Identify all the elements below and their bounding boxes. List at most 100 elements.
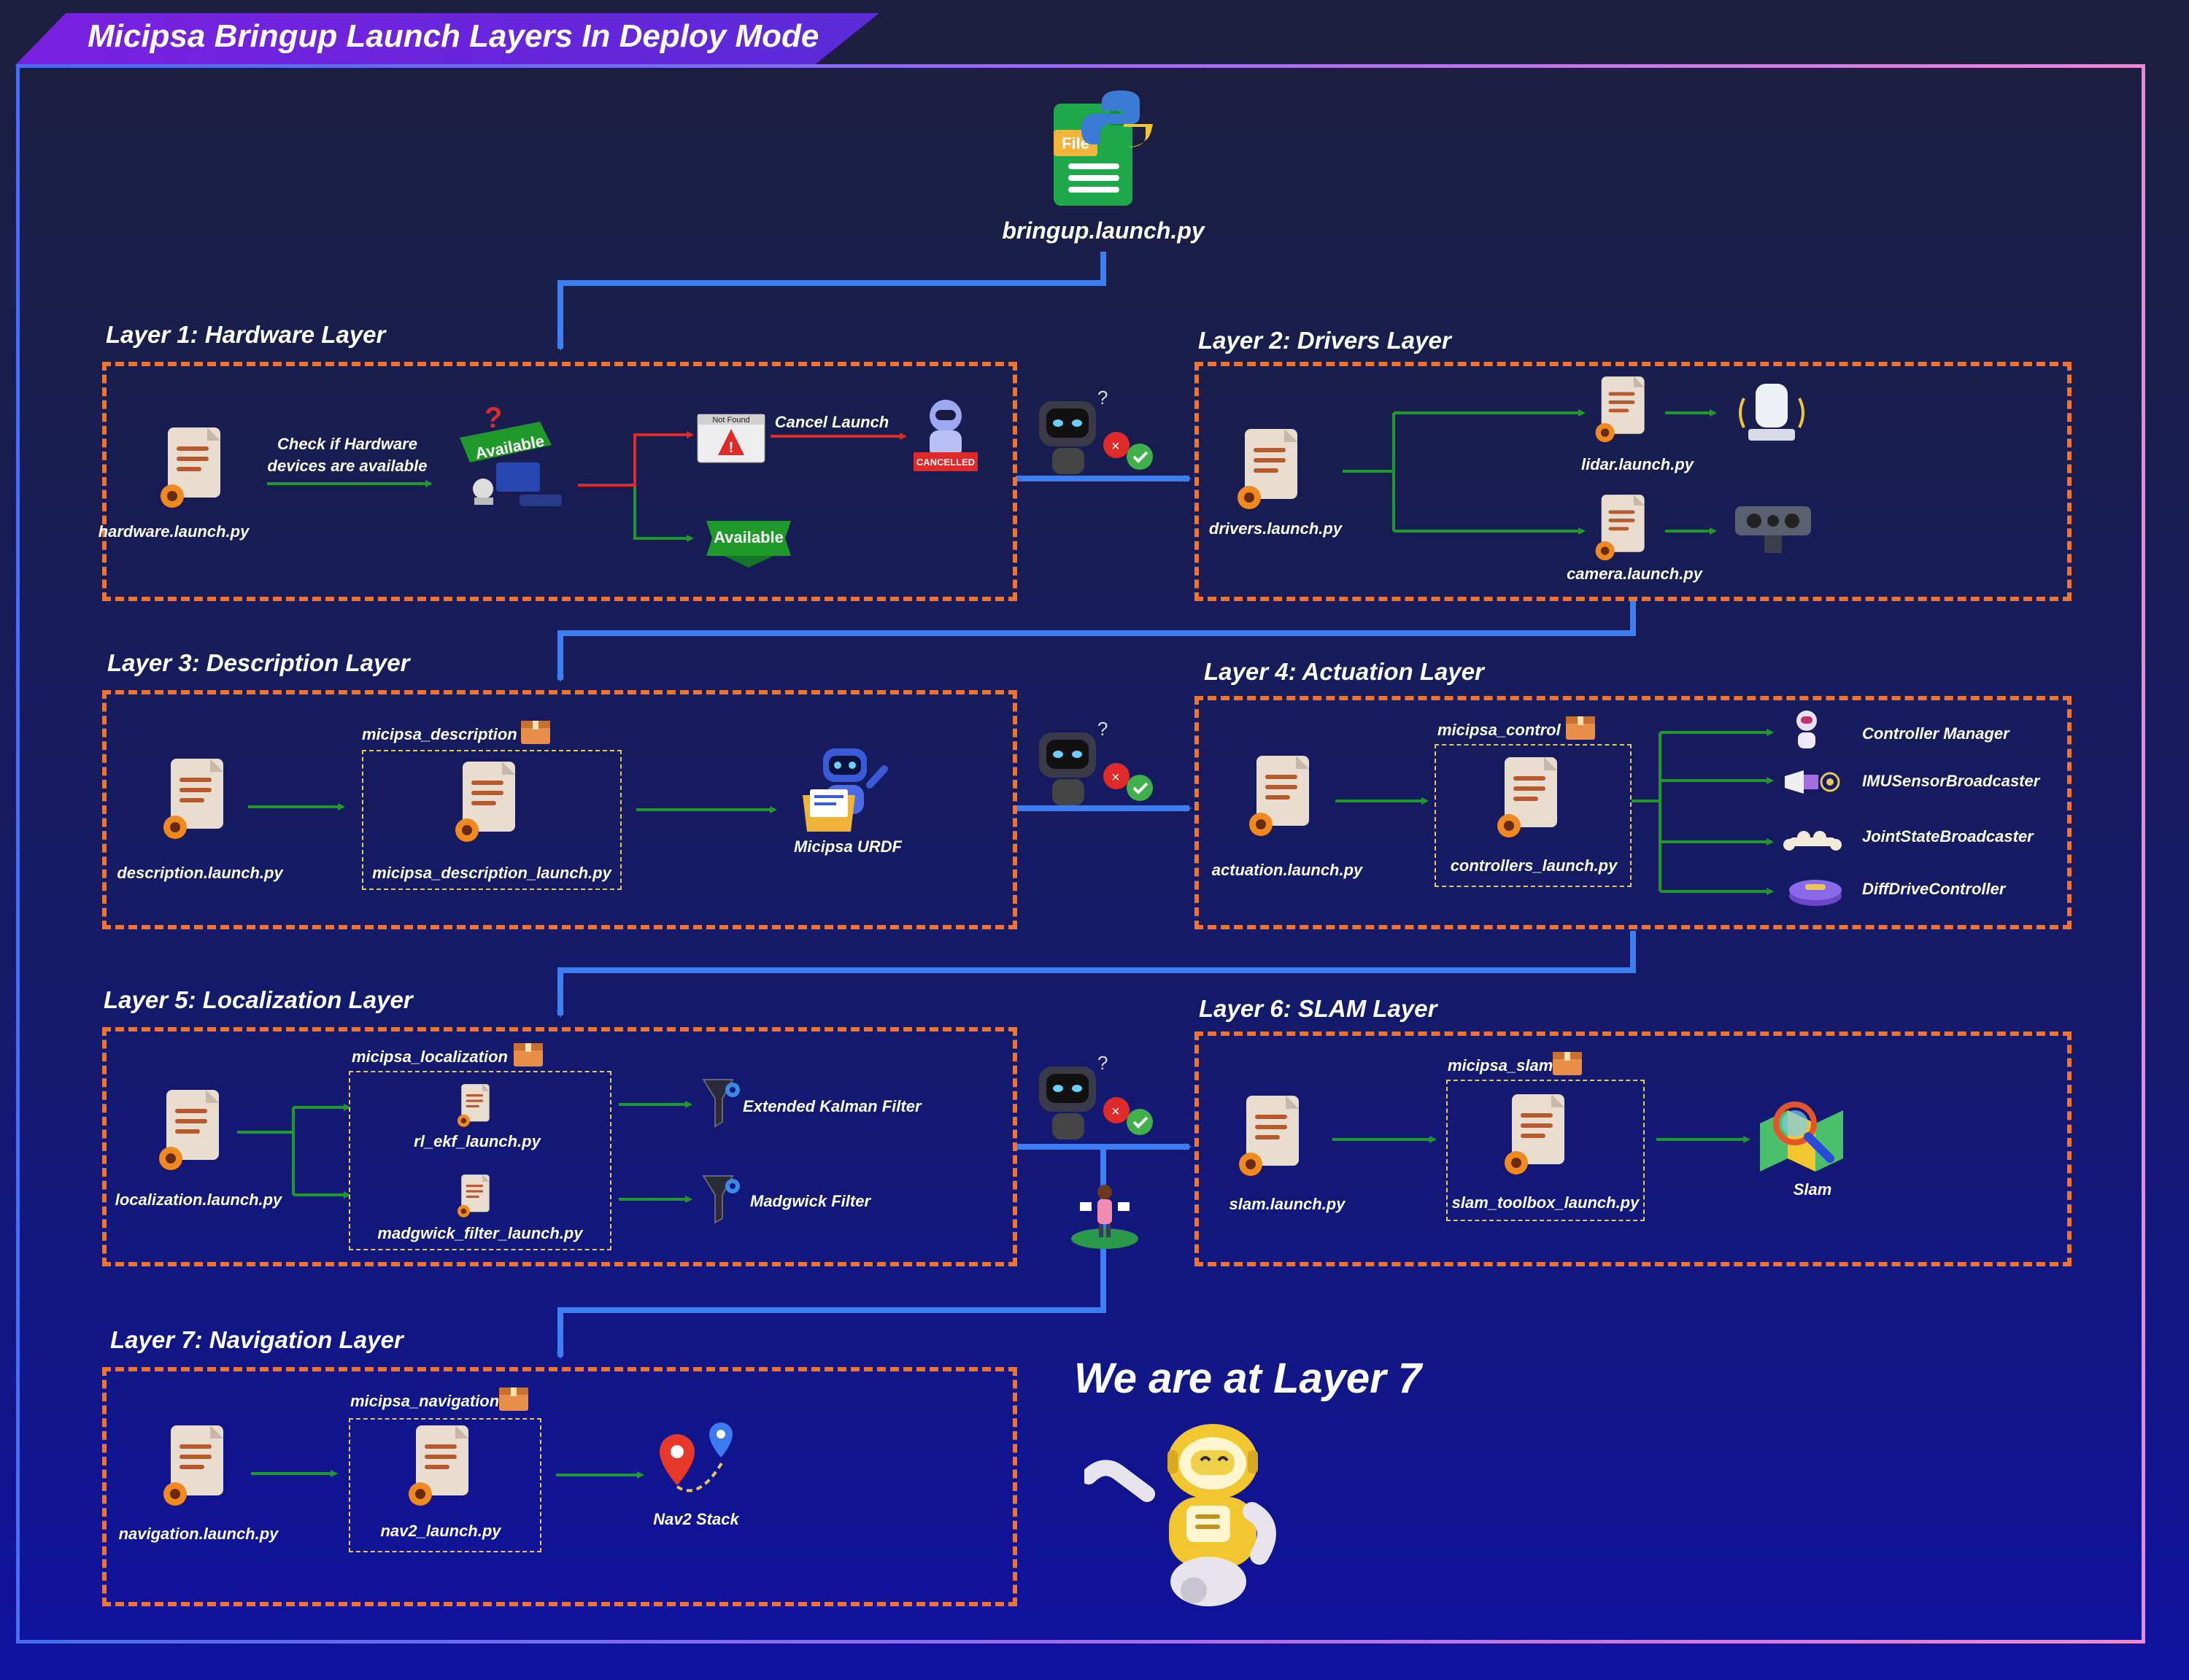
urdf-output-label: Micipsa URDF: [794, 837, 902, 856]
hardware-devices-icon: ? Available: [452, 401, 569, 518]
launch-file-icon: [158, 1422, 238, 1514]
diagram-title: Micipsa Bringup Launch Layers In Deploy …: [88, 18, 819, 54]
launch-file-icon: [454, 1083, 498, 1133]
funnel-gear-icon: [700, 1170, 744, 1224]
package-name-label: micipsa_description: [362, 725, 517, 743]
package-name-label: micipsa_slam: [1448, 1056, 1553, 1075]
available-ribbon-icon: Available: [702, 516, 795, 568]
svg-text:!: !: [729, 440, 734, 456]
package-box: [1435, 744, 1632, 887]
layer6-title: Layer 6: SLAM Layer: [1199, 995, 1437, 1022]
layer2-box: [1194, 362, 2072, 601]
nav2-output-label: Nav2 Stack: [653, 1510, 739, 1528]
robot-urdf-icon: [797, 744, 899, 839]
title-banner: [15, 13, 879, 66]
package-name-label: micipsa_control: [1437, 721, 1561, 739]
robot-checker-icon: ?×: [1035, 387, 1159, 481]
robot-checker-icon: ?×: [1035, 1052, 1159, 1147]
svg-text:?: ?: [1097, 387, 1108, 409]
package-box: [349, 1071, 611, 1250]
svg-text:?: ?: [1097, 1052, 1108, 1074]
lidar-icon: [1734, 376, 1810, 449]
svg-text:?: ?: [1097, 718, 1108, 740]
navigation-launch-label: navigation.launch.py: [118, 1525, 279, 1543]
package-box-icon: [498, 1383, 530, 1412]
filter-output-label: Extended Kalman Filter: [743, 1097, 922, 1115]
joint-state-icon: [1782, 829, 1845, 855]
package-box-icon: [1551, 1048, 1583, 1077]
launch-file-icon: [1591, 373, 1656, 450]
launch-file-icon: [454, 1173, 498, 1223]
root-file-label: bringup.launch.py: [1002, 217, 1205, 244]
svg-text:×: ×: [1111, 770, 1120, 786]
layer1-box: [102, 362, 1017, 601]
description-launch-label: description.launch.py: [117, 864, 283, 882]
slam-toolbox-launch-label: slam_toolbox_launch.py: [1451, 1193, 1640, 1212]
madgwick-launch-label: madgwick_filter_launch.py: [377, 1224, 583, 1242]
nav2-launch-label: nav2_launch.py: [380, 1522, 501, 1540]
drivers-launch-label: drivers.launch.py: [1208, 519, 1343, 538]
robot-checker-icon: ?×: [1035, 718, 1159, 813]
layer6-box: [1194, 1031, 2072, 1266]
lidar-launch-label: lidar.launch.py: [1580, 455, 1694, 473]
cancelled-stamp: CANCELLED: [916, 457, 975, 468]
layer4-title: Layer 4: Actuation Layer: [1204, 658, 1484, 685]
python-file-icon: File: [1051, 88, 1153, 212]
package-box: [349, 1418, 541, 1552]
launch-file-icon: [1232, 426, 1312, 517]
camera-icon: [1732, 502, 1814, 557]
svg-text:?: ?: [484, 402, 502, 434]
layer3-title: Layer 3: Description Layer: [107, 649, 410, 676]
svg-text:×: ×: [1111, 438, 1120, 454]
svg-text:×: ×: [1111, 1104, 1120, 1120]
launch-file-icon: [1233, 1093, 1313, 1184]
gold-robot-icon: [1081, 1415, 1303, 1612]
layer1-title: Layer 1: Hardware Layer: [106, 321, 386, 348]
launch-file-icon: [403, 1422, 483, 1514]
check-hardware-text-2: devices are available: [267, 457, 428, 475]
layer7-title: Layer 7: Navigation Layer: [110, 1326, 404, 1353]
localization-launch-label: localization.launch.py: [115, 1191, 282, 1209]
available-tag-2: Available: [714, 528, 784, 546]
controller-manager-icon: [1785, 708, 1829, 751]
launch-file-icon: [153, 1087, 233, 1178]
package-box: [1446, 1080, 1645, 1221]
slam-launch-label: slam.launch.py: [1229, 1195, 1346, 1213]
controllers-launch-label: controllers_launch.py: [1450, 856, 1618, 875]
diff-drive-icon: [1786, 875, 1845, 907]
not-found-text: Not Found: [712, 416, 749, 425]
imu-broadcaster-icon: [1782, 767, 1845, 797]
check-hardware-text-1: Check if Hardware: [277, 435, 417, 453]
package-box-icon: [520, 716, 552, 746]
launch-file-icon: [1243, 753, 1324, 844]
controller-output-label: IMUSensorBroadcaster: [1862, 772, 2040, 790]
layer7-box: [102, 1367, 1017, 1606]
filter-output-label: Madgwick Filter: [750, 1192, 871, 1210]
layer2-title: Layer 2: Drivers Layer: [1198, 327, 1451, 354]
controller-output-label: DiffDriveController: [1862, 880, 2006, 898]
ekf-launch-label: rl_ekf_launch.py: [414, 1132, 541, 1150]
funnel-gear-icon: [700, 1074, 744, 1128]
layer4-box: [1194, 696, 2072, 929]
package-name-label: micipsa_localization: [352, 1048, 508, 1066]
layer5-box: [102, 1027, 1017, 1266]
map-pin-icon: [654, 1420, 741, 1500]
camera-launch-label: camera.launch.py: [1567, 565, 1702, 583]
controller-output-label: JointStateBroadcaster: [1862, 827, 2034, 845]
map-magnifier-icon: [1754, 1094, 1849, 1174]
layer3-box: [102, 690, 1017, 929]
actuation-launch-label: actuation.launch.py: [1211, 861, 1363, 879]
hardware-launch-label: hardware.launch.py: [98, 522, 250, 541]
not-found-icon: Not Found !: [696, 413, 766, 464]
package-box-icon: [1564, 712, 1597, 741]
package-launch-label: micipsa_description_launch.py: [372, 864, 611, 882]
controller-output-label: Controller Manager: [1862, 724, 2010, 743]
cancel-launch-label: Cancel Launch: [774, 413, 889, 431]
launch-file-icon: [155, 425, 235, 516]
package-box-icon: [512, 1039, 544, 1068]
cancelled-robot-icon: CANCELLED: [911, 398, 981, 479]
current-layer-status: We are at Layer 7: [1074, 1355, 1422, 1402]
person-icon: [1070, 1180, 1140, 1250]
slam-output-label: Slam: [1793, 1180, 1832, 1199]
